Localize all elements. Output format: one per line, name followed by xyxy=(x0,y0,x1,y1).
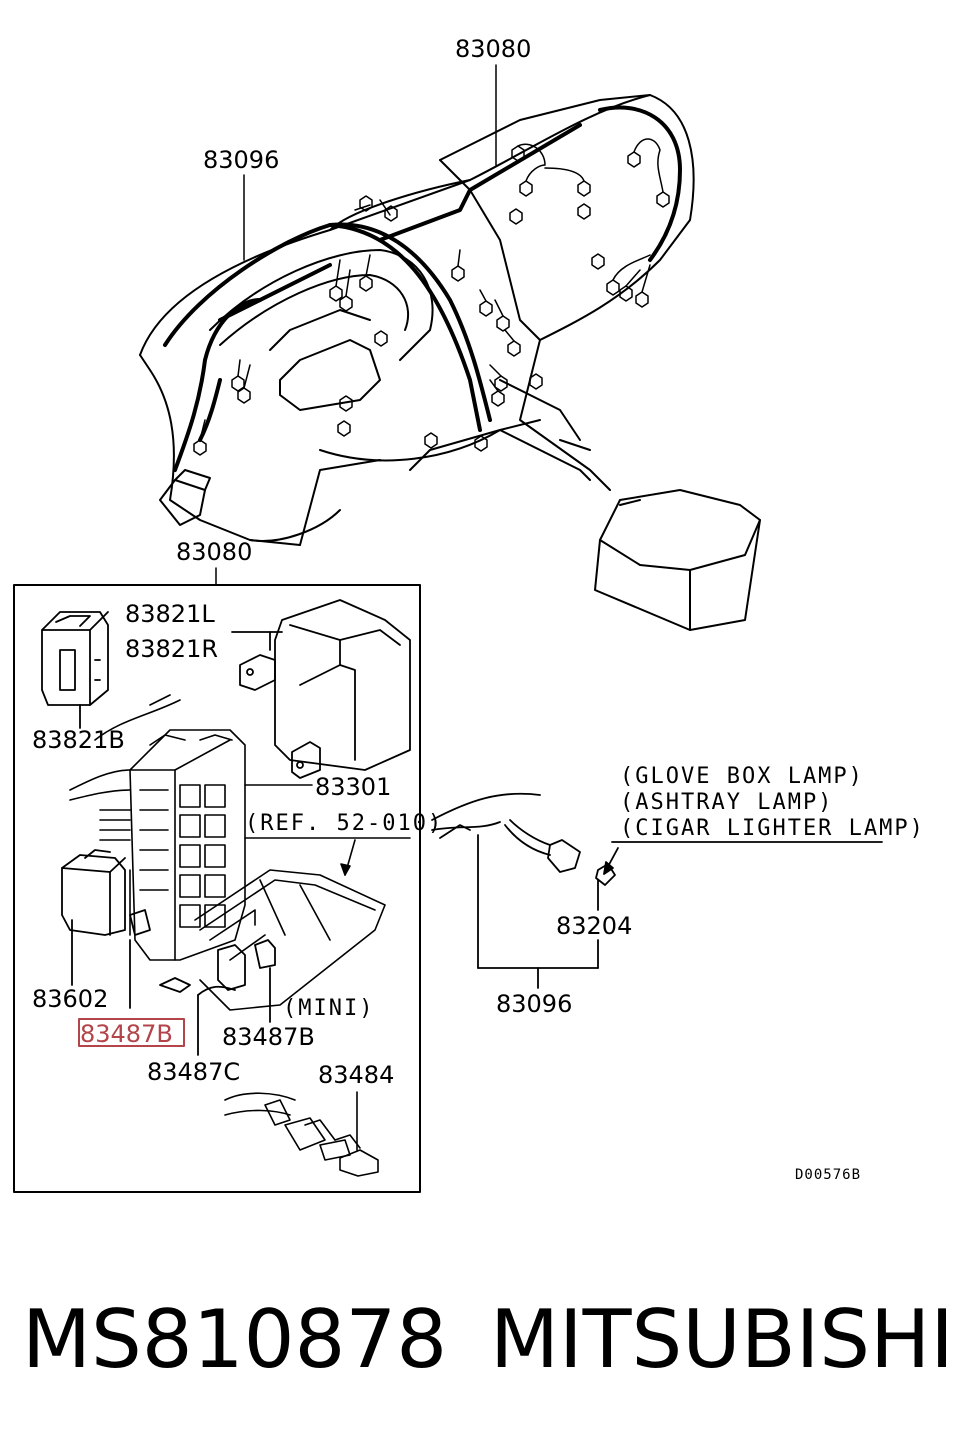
junction-block-drawing xyxy=(69,694,313,961)
label-relay-r: 83821R xyxy=(125,635,218,663)
part-number: MS810878 xyxy=(22,1293,448,1386)
lamp-harness-drawing xyxy=(431,792,883,989)
caption: MS810878 MITSUBISHI xyxy=(0,1290,960,1400)
detail-box xyxy=(13,584,421,1193)
label-diagram-code: D00576B xyxy=(795,1167,861,1183)
fuse-drawings xyxy=(129,909,276,1056)
label-lamp-2: (ASHTRAY LAMP) xyxy=(620,790,833,815)
label-lamp-harness: 83096 xyxy=(496,990,572,1018)
brand-name: MITSUBISHI xyxy=(490,1293,954,1386)
label-mini: (MINI) xyxy=(283,996,374,1021)
module-83602-drawing xyxy=(61,849,126,986)
highlight-box xyxy=(78,1018,185,1047)
label-bulb: 83204 xyxy=(556,912,632,940)
relay-83821b-drawing xyxy=(41,611,109,729)
harness-connectors xyxy=(193,138,670,456)
relay-83821lr-drawing xyxy=(231,599,411,779)
label-lamp-3: (CIGAR LIGHTER LAMP) xyxy=(620,816,925,841)
label-module: 83602 xyxy=(32,985,108,1013)
dashboard-drawing xyxy=(139,94,761,631)
label-fuse-b-mini: 83487B xyxy=(222,1023,315,1051)
label-relay-b: 83821B xyxy=(32,726,125,754)
leader-lines-top xyxy=(215,64,497,586)
label-top-harness: 83080 xyxy=(455,35,531,63)
label-detail-box-title: 83080 xyxy=(176,538,252,566)
glovebox-drawing xyxy=(194,837,411,1011)
label-relay-l: 83821L xyxy=(125,600,215,628)
label-ref: (REF. 52-010) xyxy=(245,811,443,836)
label-lamp-1: (GLOVE BOX LAMP) xyxy=(620,764,864,789)
connector-83484-drawing xyxy=(224,1091,379,1177)
harness-wires xyxy=(163,105,682,472)
label-fuse-c: 83487C xyxy=(147,1058,240,1086)
label-junction-block: 83301 xyxy=(315,773,391,801)
label-dash-harness: 83096 xyxy=(203,146,279,174)
label-fuse-highlighted[interactable]: 83487B xyxy=(80,1020,173,1048)
label-connector: 83484 xyxy=(318,1061,394,1089)
